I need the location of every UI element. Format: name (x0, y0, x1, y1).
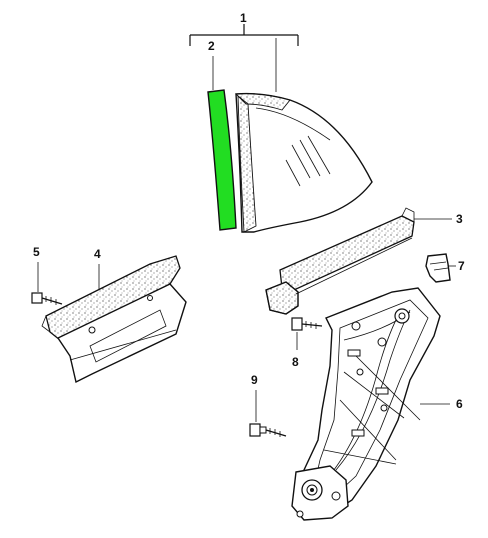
weatherstrip-part-2[interactable] (207, 89, 237, 231)
screw-part-5[interactable] (31, 292, 63, 305)
bolt-part-9[interactable] (249, 423, 287, 437)
callout-label-2: 2 (208, 39, 215, 53)
window-channel-part-3[interactable] (265, 207, 415, 315)
callout-1-bracket (189, 24, 299, 92)
callout-label-3: 3 (456, 212, 463, 226)
callout-label-5: 5 (33, 245, 40, 259)
callout-label-7: 7 (458, 259, 465, 273)
trim-bracket-part-4[interactable] (41, 255, 187, 384)
quarter-glass-part-1[interactable] (234, 92, 373, 233)
callout-label-4: 4 (94, 247, 101, 261)
callout-label-6: 6 (456, 397, 463, 411)
callout-label-9: 9 (251, 373, 258, 387)
callout-label-1: 1 (240, 11, 247, 25)
callout-label-8: 8 (292, 355, 299, 369)
window-regulator-part-6[interactable] (291, 287, 441, 521)
clip-part-7[interactable] (425, 253, 451, 283)
bolt-part-8[interactable] (291, 317, 323, 331)
